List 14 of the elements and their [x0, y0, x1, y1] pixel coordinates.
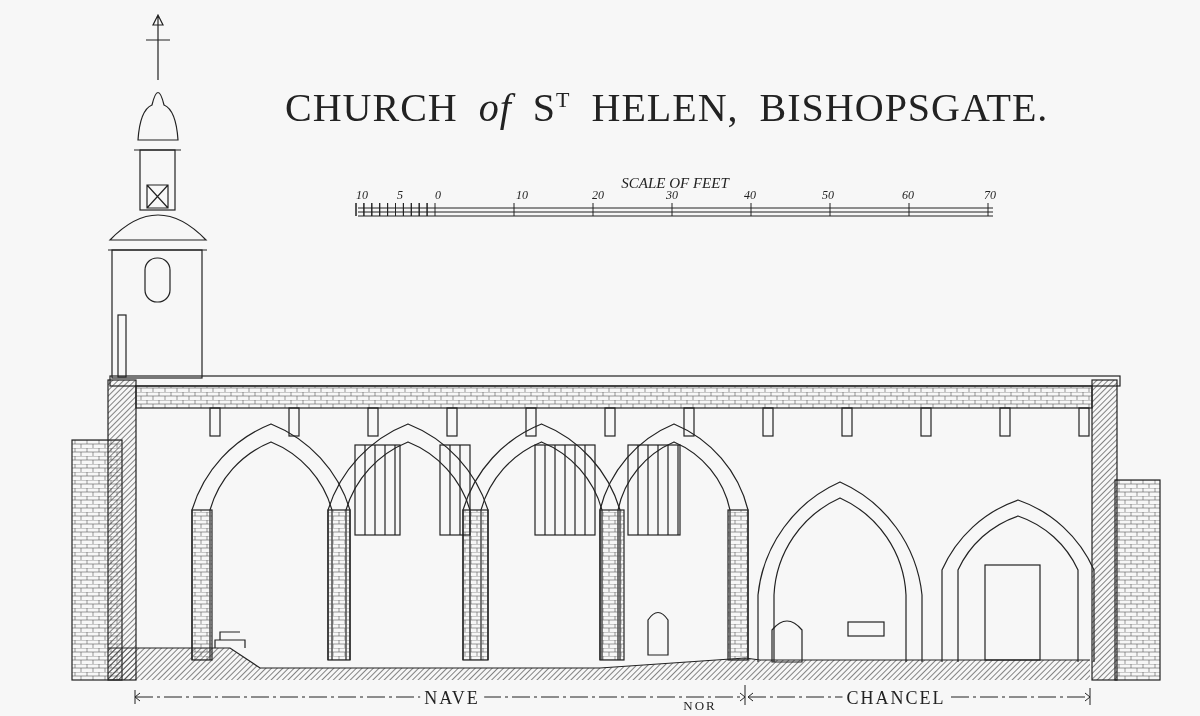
scale-number: 40: [744, 189, 756, 201]
title: CHURCH of S$^{T}$ HELEN, BISHOPSGATE.: [285, 84, 1049, 131]
section-label: CHANCEL: [842, 689, 950, 707]
scale-number: 70: [984, 189, 996, 201]
scale-caption: SCALE OF FEET: [621, 176, 729, 191]
scale-number: 50: [822, 189, 834, 201]
scale-number: 10: [356, 189, 368, 201]
scale-number: 20: [592, 189, 604, 201]
scale-number: 0: [435, 189, 441, 201]
scale-number: 30: [666, 189, 678, 201]
scale-number: 60: [902, 189, 914, 201]
scale-number: 10: [516, 189, 528, 201]
scale-number: 5: [397, 189, 403, 201]
section-label: NAVE: [420, 689, 484, 707]
